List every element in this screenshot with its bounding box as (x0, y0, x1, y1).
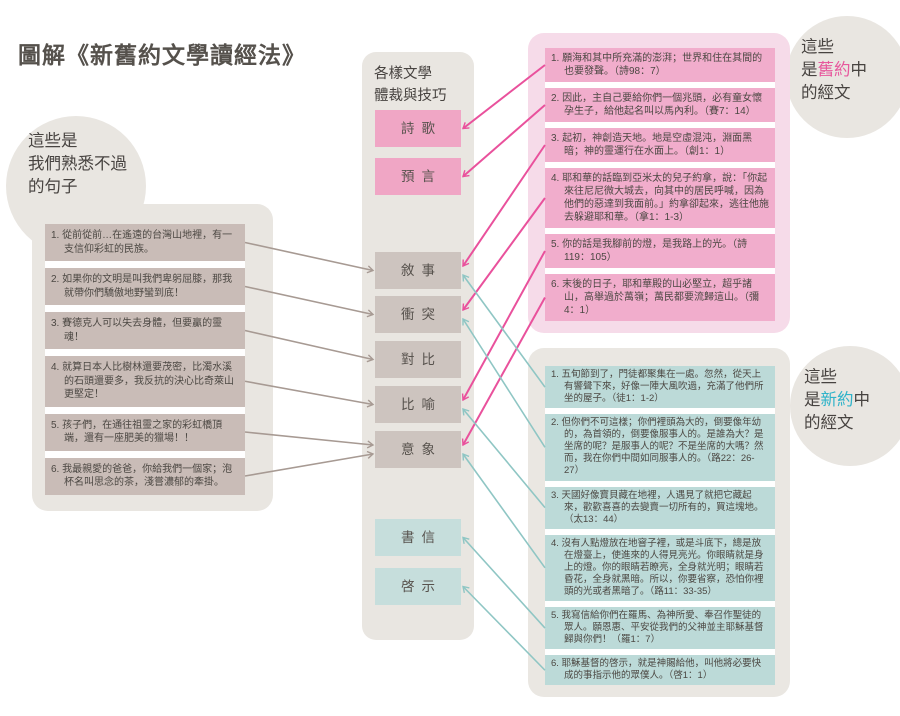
ot-quote-3: 3. 起初，神創造天地。地是空虛混沌，淵面黑暗；神的靈運行在水面上。（創1：1） (545, 128, 775, 162)
ot-label-line2a: 是 (801, 60, 818, 79)
genre-box-prophecy: 預言 (375, 158, 461, 195)
new-testament-label-blob (790, 346, 900, 466)
familiar-quote-4: 4. 就算日本人比樹林還要茂密，比濁水溪的石頭還要多，我反抗的決心比奇萊山更堅定… (45, 356, 245, 407)
nt-quote-3: 3. 天國好像寶貝藏在地裡，人遇見了就把它藏起來，歡歡喜喜的去變賣一切所有的，買… (545, 486, 775, 529)
ot-quote-5: 5. 你的話是我腳前的燈，是我路上的光。（詩119：105） (545, 234, 775, 268)
ot-quote-6: 6. 末後的日子，耶和華殿的山必堅立，超乎諸山，高舉過於萬嶺；萬民都要流歸這山。… (545, 274, 775, 321)
nt-quote-6-text: 6. 耶穌基督的啓示，就是神賜給他，叫他將必要快成的事指示他的眾僕人。（啓1：1… (551, 658, 762, 682)
familiar-quote-4-text: 4. 就算日本人比樹林還要茂密，比濁水溪的石頭還要多，我反抗的決心比奇萊山更堅定… (51, 362, 234, 400)
familiar-quote-2: 2. 如果你的文明是叫我們卑躬屈膝，那我就帶你們驕傲地野蠻到底！ (45, 268, 245, 305)
ot-quote-2: 2. 因此，主自己要給你們一個兆頭，必有童女懷孕生子，給他起名叫以馬內利。（賽7… (545, 88, 775, 122)
nt-quote-1: 1. 五旬節到了，門徒都聚集在一處。忽然，從天上有響聲下來，好像一陣大風吹過，充… (545, 366, 775, 409)
ot-quote-1-text: 1. 願海和其中所充滿的澎湃；世界和住在其間的也要發聲。（詩98：7） (551, 53, 763, 77)
familiar-label-line1: 這些是 (28, 132, 78, 150)
ot-quote-4-text: 4. 耶和華的話臨到亞米太的兒子約拿，說：「你起來往尼尼微大城去，向其中的居民呼… (551, 173, 769, 223)
familiar-quote-3-text: 3. 賽德克人可以失去身體，但要贏的靈魂！ (51, 318, 223, 343)
ot-quote-5-text: 5. 你的話是我腳前的燈，是我路上的光。（詩119：105） (551, 239, 748, 263)
old-testament-stack: 1. 願海和其中所充滿的澎湃；世界和住在其間的也要發聲。（詩98：7） 2. 因… (545, 48, 775, 321)
new-testament-stack: 1. 五旬節到了，門徒都聚集在一處。忽然，從天上有響聲下來，好像一陣大風吹過，充… (545, 366, 775, 686)
ot-label-highlight: 舊約 (817, 60, 851, 79)
nt-quote-2: 2. 但你們不可這樣；你們裡頭為大的，倒要像年幼的，為首領的，倒要像服事人的。是… (545, 414, 775, 481)
new-testament-panel: 1. 五旬節到了，門徒都聚集在一處。忽然，從天上有響聲下來，好像一陣大風吹過，充… (528, 348, 790, 698)
page-title: 圖解《新舊約文學讀經法》 (18, 42, 306, 68)
familiar-label: 這些是我們熟悉不過的句子 (28, 130, 127, 198)
ot-label-line2c: 中 (850, 60, 868, 79)
old-testament-label-blob (786, 16, 900, 138)
genre-box-revelation: 啓示 (375, 568, 461, 605)
genre-box-narrative: 敘事 (375, 252, 461, 289)
nt-label-line3: 的經文 (804, 413, 854, 432)
familiar-label-line2: 我們熟悉不過 (28, 154, 127, 173)
old-testament-label: 這些是舊約中的經文 (801, 36, 867, 104)
genres-header: 各樣文學體裁與技巧 (374, 64, 447, 108)
familiar-quote-5-text: 5. 孩子們，在通往祖靈之家的彩虹橋頂端，還有一座肥美的獵場！！ (51, 419, 223, 445)
nt-quote-5: 5. 我寫信給你們在羅馬、為神所愛、奉召作聖徒的眾人。願恩惠、平安從我們的父神並… (545, 607, 775, 650)
new-testament-label: 這些是新約中的經文 (804, 366, 870, 434)
nt-label-highlight: 新約 (820, 390, 854, 409)
familiar-quote-2-text: 2. 如果你的文明是叫我們卑躬屈膝，那我就帶你們驕傲地野蠻到底！ (51, 274, 233, 299)
nt-quote-4: 4. 沒有人點燈放在地窨子裡，或是斗底下，總是放在燈臺上，使進來的人得見亮光。你… (545, 534, 775, 601)
ot-quote-3-text: 3. 起初，神創造天地。地是空虛混沌，淵面黑暗；神的靈運行在水面上。（創1：1） (551, 133, 753, 157)
nt-label-line2a: 是 (804, 390, 821, 409)
genre-box-conflict: 衝突 (375, 296, 461, 333)
nt-quote-6: 6. 耶穌基督的啓示，就是神賜給他，叫他將必要快成的事指示他的眾僕人。（啓1：1… (545, 655, 775, 686)
genre-box-imagery: 意象 (375, 431, 461, 468)
familiar-quote-1-text: 1. 從前從前…在遙遠的台灣山地裡，有一支信仰彩虹的民族。 (51, 230, 233, 255)
old-testament-panel: 1. 願海和其中所充滿的澎湃；世界和住在其間的也要發聲。（詩98：7） 2. 因… (528, 33, 790, 333)
nt-quote-5-text: 5. 我寫信給你們在羅馬、為神所愛、奉召作聖徒的眾人。願恩惠、平安從我們的父神並… (551, 610, 764, 646)
genres-header-line1: 各樣文學 (374, 66, 432, 82)
familiar-quote-6-text: 6. 我最親愛的爸爸，你給我們一個家；泡杯名叫思念的茶，淺嘗濃郁的牽掛。 (51, 463, 233, 489)
nt-label-line2c: 中 (853, 390, 871, 409)
genre-box-epistle: 書信 (375, 519, 461, 556)
ot-quote-6-text: 6. 末後的日子，耶和華殿的山必堅立，超乎諸山，高舉過於萬嶺；萬民都要流歸這山。… (551, 279, 759, 316)
ot-quote-2-text: 2. 因此，主自己要給你們一個兆頭，必有童女懷孕生子，給他起名叫以馬內利。（賽7… (551, 93, 763, 117)
genre-box-poetry: 詩歌 (375, 110, 461, 147)
nt-quote-2-text: 2. 但你們不可這樣；你們裡頭為大的，倒要像年幼的，為首領的，倒要像服事人的。是… (551, 417, 764, 477)
genre-box-contrast: 對比 (375, 341, 461, 378)
ot-quote-4: 4. 耶和華的話臨到亞米太的兒子約拿，說：「你起來往尼尼微大城去，向其中的居民呼… (545, 168, 775, 228)
familiar-quote-1: 1. 從前從前…在遙遠的台灣山地裡，有一支信仰彩虹的民族。 (45, 224, 245, 261)
familiar-quote-3: 3. 賽德克人可以失去身體，但要贏的靈魂！ (45, 312, 245, 349)
nt-quote-4-text: 4. 沒有人點燈放在地窨子裡，或是斗底下，總是放在燈臺上，使進來的人得見亮光。你… (551, 537, 764, 597)
ot-quote-1: 1. 願海和其中所充滿的澎湃；世界和住在其間的也要發聲。（詩98：7） (545, 48, 775, 82)
ot-label-line1: 這些 (801, 38, 834, 56)
nt-label-line1: 這些 (804, 368, 837, 386)
familiar-quotes-panel: 1. 從前從前…在遙遠的台灣山地裡，有一支信仰彩虹的民族。 2. 如果你的文明是… (32, 204, 273, 511)
nt-quote-3-text: 3. 天國好像寶貝藏在地裡，人遇見了就把它藏起來，歡歡喜喜的去變賣一切所有的，買… (551, 489, 764, 525)
nt-quote-1-text: 1. 五旬節到了，門徒都聚集在一處。忽然，從天上有響聲下來，好像一陣大風吹過，充… (551, 369, 764, 405)
genre-box-metaphor: 比喻 (375, 386, 461, 423)
familiar-quotes-stack: 1. 從前從前…在遙遠的台灣山地裡，有一支信仰彩虹的民族。 2. 如果你的文明是… (45, 224, 245, 495)
familiar-quote-5: 5. 孩子們，在通往祖靈之家的彩虹橋頂端，還有一座肥美的獵場！！ (45, 413, 245, 451)
genres-header-line2: 體裁與技巧 (374, 87, 447, 104)
familiar-label-line3: 的句子 (28, 177, 78, 196)
ot-label-line3: 的經文 (801, 83, 851, 102)
familiar-quote-6: 6. 我最親愛的爸爸，你給我們一個家；泡杯名叫思念的茶，淺嘗濃郁的牽掛。 (45, 457, 245, 495)
